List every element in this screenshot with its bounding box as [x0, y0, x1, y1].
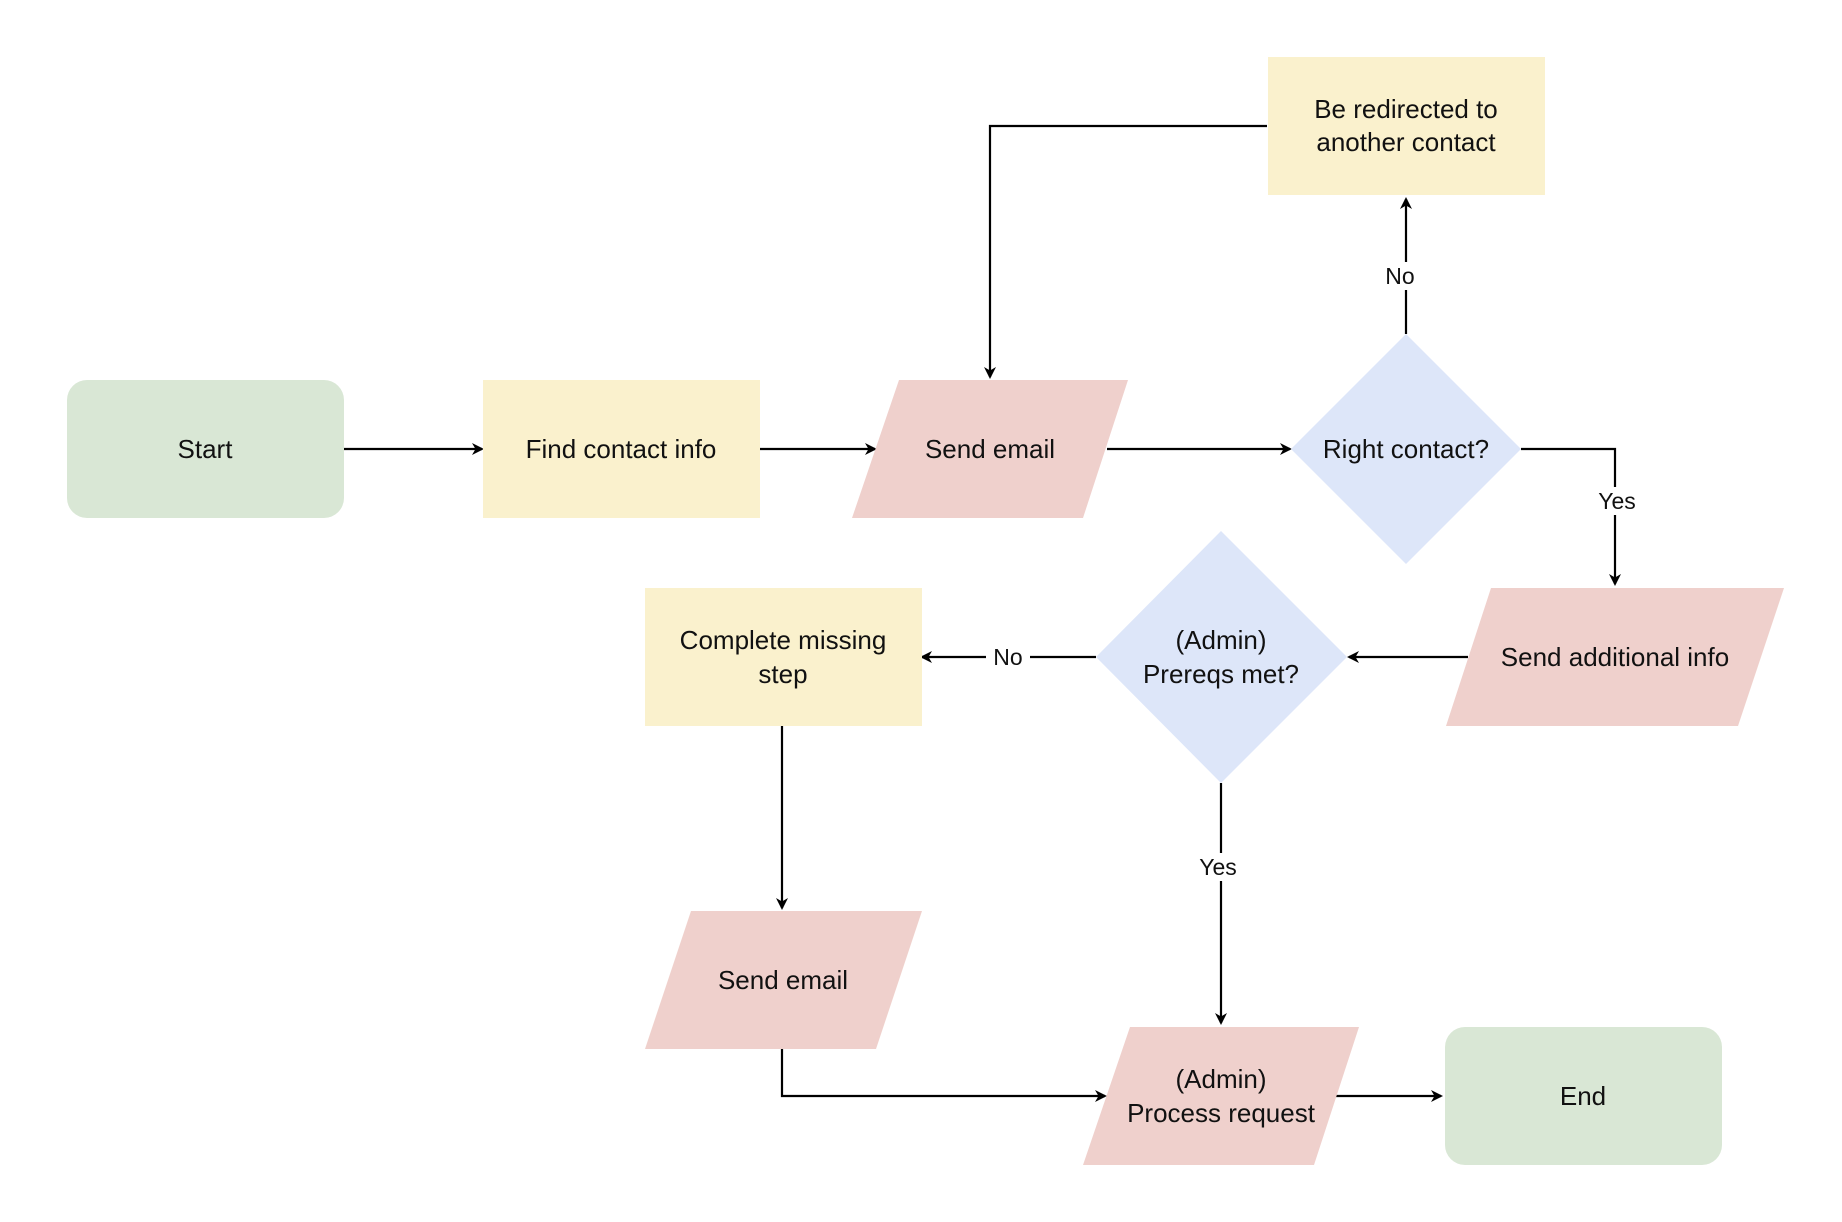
complete-missing-label-line1: Complete missing [680, 625, 887, 655]
node-end[interactable]: End [1445, 1027, 1722, 1165]
right-contact-label: Right contact? [1323, 434, 1489, 464]
edge-redirected-to-send-email [984, 124, 1267, 379]
edge-label-right-contact-no: No [1385, 263, 1414, 289]
edge-label-bg [1193, 853, 1243, 881]
end-label: End [1560, 1081, 1606, 1111]
edges [344, 124, 1621, 1102]
node-start[interactable]: Start [67, 380, 344, 518]
find-contact-label: Find contact info [526, 434, 717, 464]
edge-labels: No Yes No Yes [986, 262, 1640, 881]
process-request-label-line2: Process request [1127, 1098, 1316, 1128]
node-send-email-1[interactable]: Send email [852, 380, 1128, 518]
prereqs-decision-shape [1096, 531, 1347, 783]
process-request-io-shape [1083, 1027, 1359, 1165]
edge-send-email-2-to-process-request [780, 1049, 1107, 1102]
redirected-process-shape [1268, 57, 1545, 195]
edge-label-bg [986, 643, 1030, 671]
find-contact-process-shape [483, 380, 760, 518]
start-label: Start [178, 434, 234, 464]
node-be-redirected[interactable]: Be redirected to another contact [1268, 57, 1545, 195]
edge-label-bg [1384, 262, 1428, 290]
prereqs-label-line1: (Admin) [1175, 625, 1266, 655]
node-process-request[interactable]: (Admin) Process request [1083, 1027, 1359, 1165]
node-complete-missing-step[interactable]: Complete missing step [645, 588, 922, 726]
redirected-label-line2: another contact [1316, 127, 1496, 157]
send-email-io-shape [852, 380, 1128, 518]
edge-label-bg [1590, 487, 1640, 515]
node-send-email-2[interactable]: Send email [645, 911, 922, 1049]
node-right-contact[interactable]: Right contact? [1291, 334, 1521, 564]
edge-right-contact-yes-to-send-additional [1521, 447, 1621, 586]
edge-label-right-contact-yes: Yes [1598, 488, 1636, 514]
right-contact-decision-shape [1291, 334, 1521, 564]
node-find-contact-info[interactable]: Find contact info [483, 380, 760, 518]
end-terminal-shape [1445, 1027, 1722, 1165]
send-email-2-label: Send email [718, 965, 848, 995]
prereqs-label-line2: Prereqs met? [1143, 659, 1299, 689]
complete-missing-label-line2: step [758, 659, 807, 689]
send-additional-io-shape [1446, 588, 1784, 726]
complete-missing-process-shape [645, 588, 922, 726]
send-email-2-io-shape [645, 911, 922, 1049]
edge-label-prereqs-no: No [993, 644, 1022, 670]
start-terminal-shape [67, 380, 344, 518]
node-prereqs-met[interactable]: (Admin) Prereqs met? [1096, 531, 1347, 783]
send-additional-label: Send additional info [1501, 642, 1729, 672]
node-send-additional-info[interactable]: Send additional info [1446, 588, 1784, 726]
send-email-label: Send email [925, 434, 1055, 464]
redirected-label-line1: Be redirected to [1314, 94, 1498, 124]
edge-label-prereqs-yes: Yes [1199, 854, 1237, 880]
process-request-label-line1: (Admin) [1175, 1064, 1266, 1094]
